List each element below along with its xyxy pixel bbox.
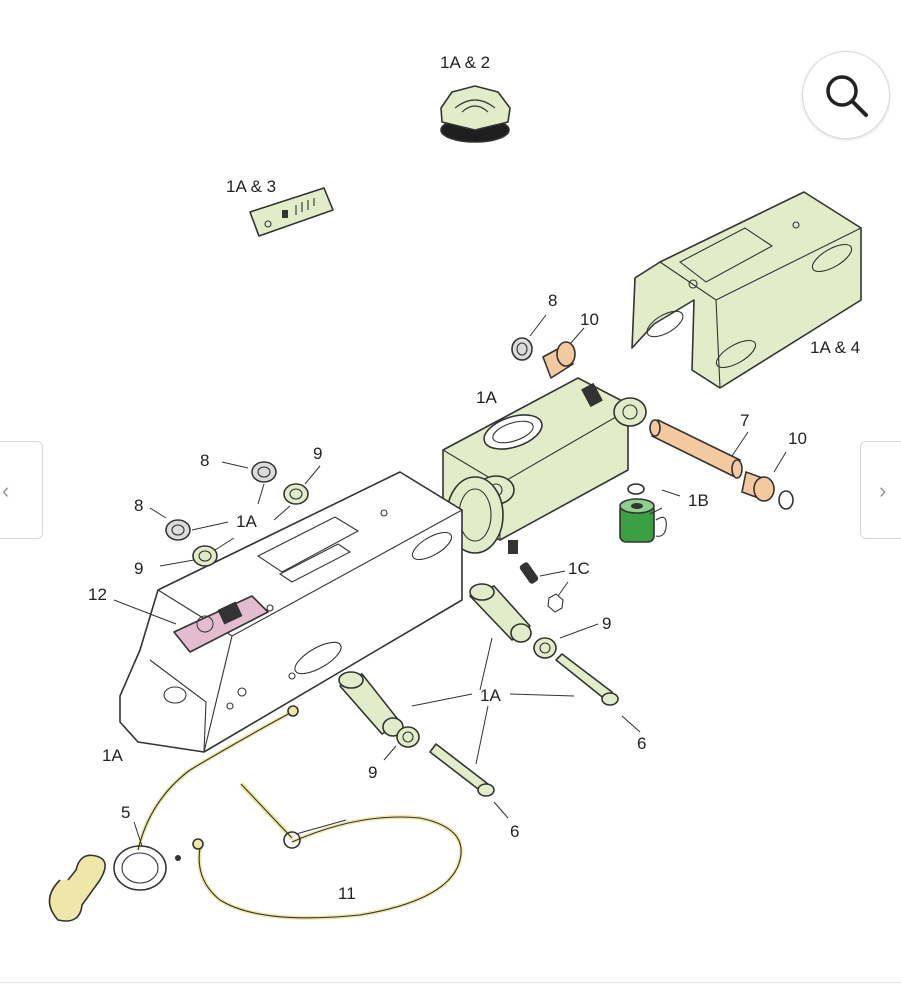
shaft-part <box>649 419 775 502</box>
previous-image-button[interactable]: ‹ <box>0 441 43 539</box>
magnifier-icon <box>826 75 868 117</box>
next-image-button[interactable]: › <box>860 441 901 539</box>
head-housing-part <box>442 377 647 554</box>
bottom-divider <box>0 982 901 983</box>
callout-plate: 1A & 3 <box>226 177 276 196</box>
callout-ring-left-top: 8 <box>200 451 209 470</box>
callout-sticker: 12 <box>88 585 107 604</box>
callout-ring-top: 8 <box>548 291 557 310</box>
callout-pins: 1A <box>480 686 501 705</box>
plate-part <box>249 187 334 237</box>
callout-pin-right: 6 <box>637 734 646 753</box>
callout-cap: 1A & 2 <box>440 53 490 72</box>
chevron-right-icon: › <box>879 478 887 503</box>
pins-part <box>338 583 619 797</box>
callout-screws: 1C <box>568 559 590 578</box>
callout-head: 1A <box>476 388 497 407</box>
callout-washer-right: 9 <box>313 444 322 463</box>
callout-bush-right: 10 <box>788 429 807 448</box>
small-parts <box>165 337 794 567</box>
callout-bracket: 1A & 4 <box>810 338 860 357</box>
callout-washer-lower-left: 9 <box>134 559 143 578</box>
callout-washer-mid: 9 <box>602 614 611 633</box>
screws-part <box>519 562 564 613</box>
leader-lines <box>113 314 787 847</box>
wire-part <box>192 782 464 920</box>
cable-part <box>48 705 299 922</box>
callout-body-bottom: 1A <box>102 746 123 765</box>
cap-part <box>440 85 511 143</box>
callout-body-top: 1A <box>236 512 257 531</box>
callout-bolt: 1B <box>688 491 709 510</box>
callout-washer-bottom: 9 <box>368 763 377 782</box>
bracket-part <box>631 191 862 389</box>
lock-part <box>619 498 667 543</box>
callout-wire: 11 <box>338 884 356 903</box>
callout-ring-left: 8 <box>134 496 143 515</box>
chevron-left-icon: ‹ <box>2 478 10 503</box>
callout-shaft: 7 <box>740 411 749 430</box>
callout-cable: 5 <box>121 803 130 822</box>
callout-bush-top: 10 <box>580 310 599 329</box>
coupling-body-part <box>119 471 463 753</box>
callout-labels: 1A & 2 1A & 3 1A & 4 1A 1A 1A 1A 1B 1C 8… <box>88 53 860 903</box>
zoom-search-button[interactable] <box>802 51 890 139</box>
callout-pin-bottom: 6 <box>510 822 519 841</box>
